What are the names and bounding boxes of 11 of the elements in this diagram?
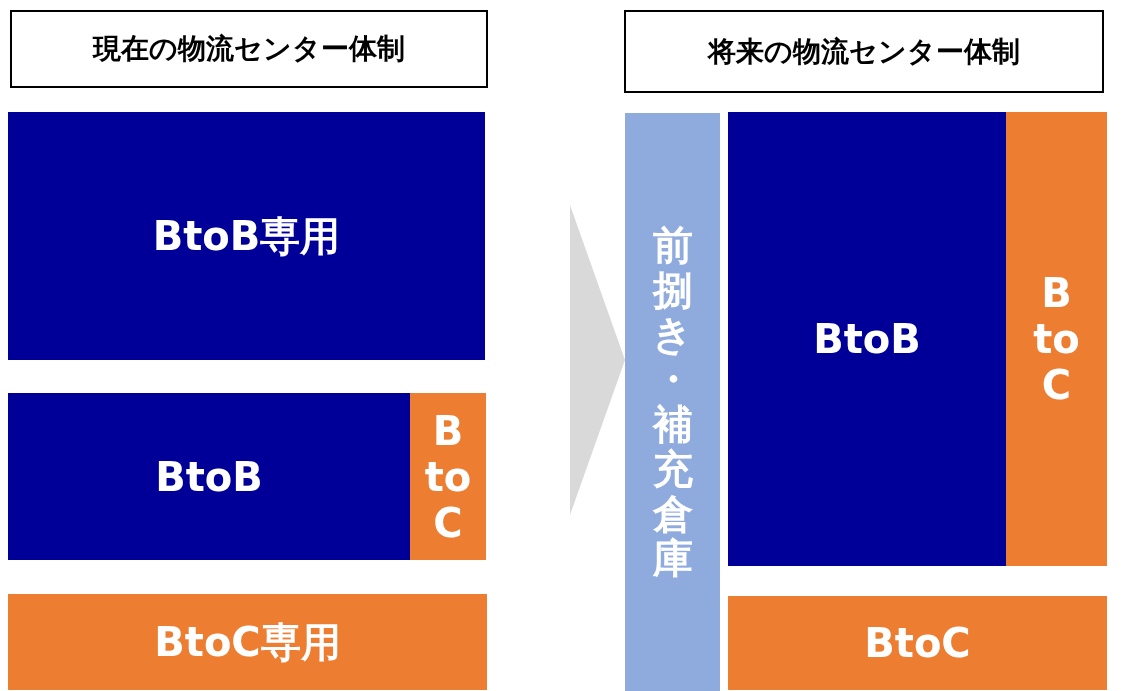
arrow [570, 205, 626, 515]
storage-area: 前捌き・補充倉庫 [625, 113, 720, 691]
storage-area: BtoB [728, 112, 1006, 566]
title-box: 現在の物流センター体制 [10, 10, 488, 88]
storage-area: BtoB専用 [8, 112, 485, 360]
storage-area: B to C [410, 393, 486, 560]
title-box: 将来の物流センター体制 [624, 10, 1104, 93]
storage-area: BtoB [8, 393, 410, 560]
storage-area: B to C [1006, 112, 1107, 566]
storage-area: BtoC専用 [8, 594, 487, 690]
storage-area: BtoC [728, 596, 1107, 690]
